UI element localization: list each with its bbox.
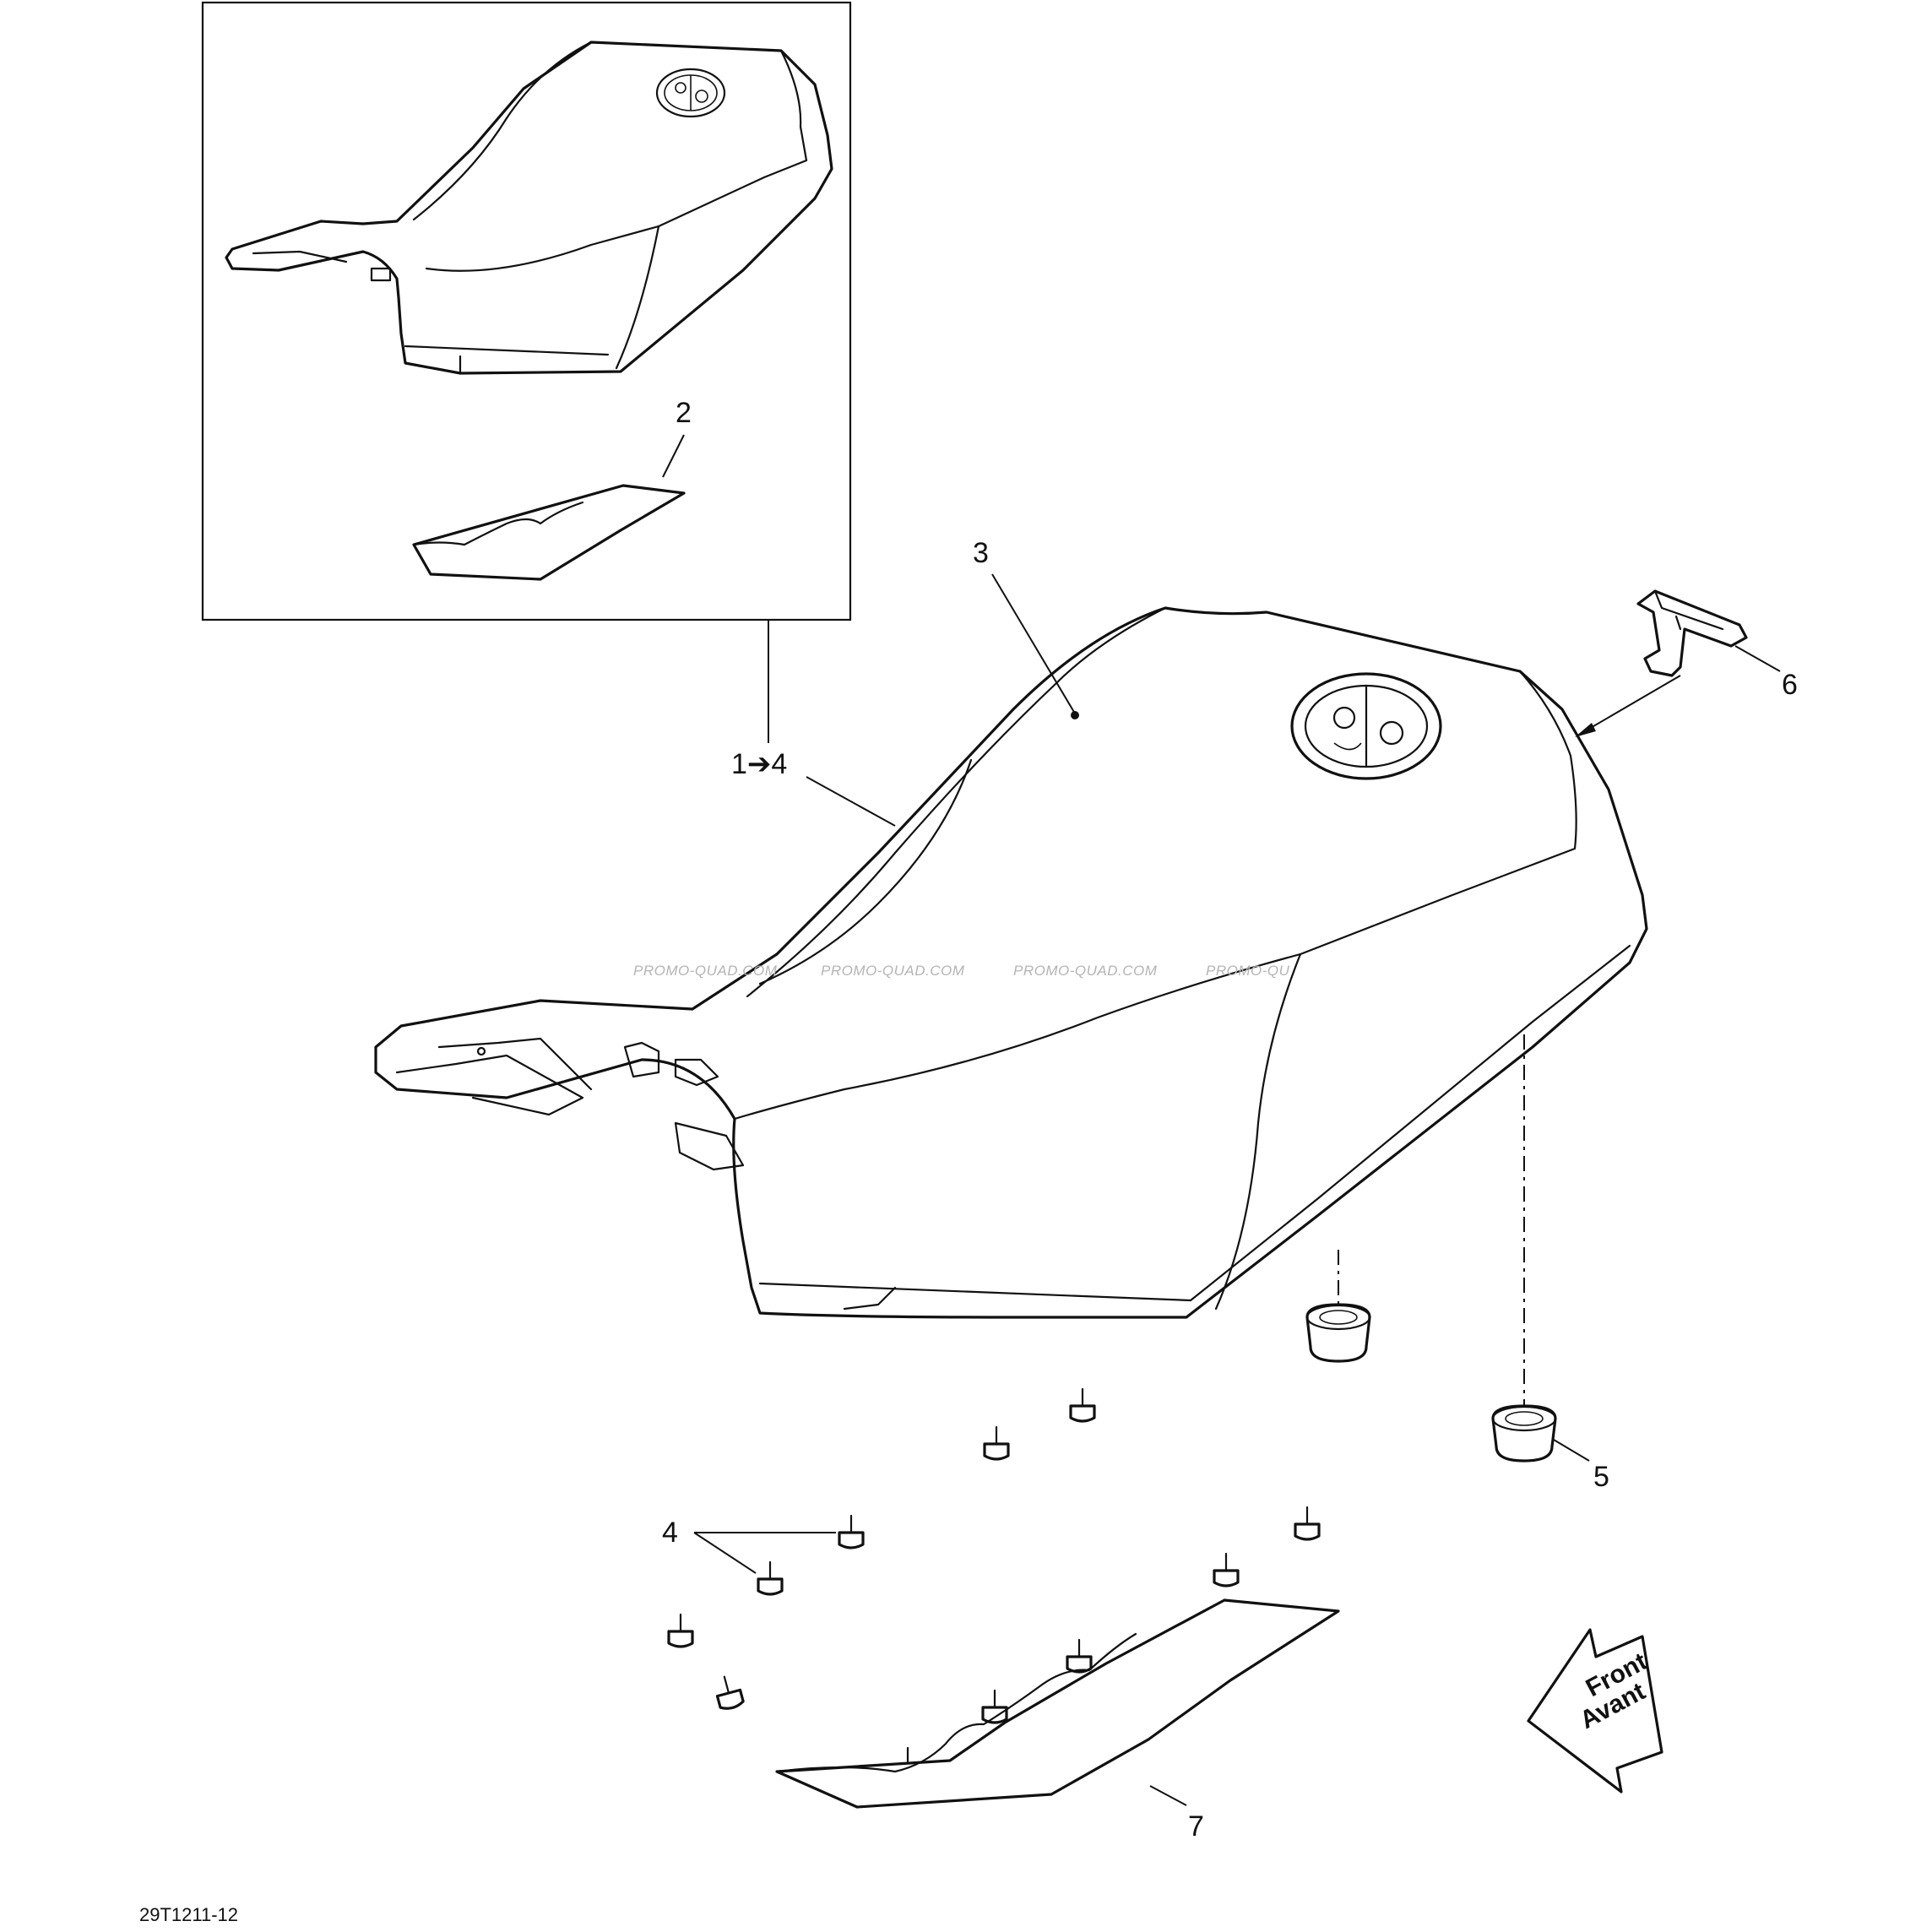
push-pin bbox=[1066, 1638, 1093, 1674]
push-pin bbox=[715, 1675, 745, 1710]
callout-4: 4 bbox=[662, 1517, 678, 1549]
callout-7: 7 bbox=[1188, 1810, 1204, 1842]
seat-pad-part-7 bbox=[775, 1598, 1340, 1809]
callout-2: 2 bbox=[676, 397, 692, 429]
push-pin bbox=[1213, 1552, 1240, 1587]
push-pin bbox=[1294, 1506, 1321, 1541]
grommet-part-5-b bbox=[1491, 1034, 1590, 1463]
push-pin bbox=[667, 1613, 694, 1648]
push-pin bbox=[757, 1560, 784, 1596]
callout-6: 6 bbox=[1782, 669, 1798, 701]
inset-pad-part-2 bbox=[412, 484, 686, 581]
watermark-2: PROMO-QUAD.COM bbox=[821, 963, 965, 979]
callout-3: 3 bbox=[973, 537, 989, 569]
grommet-part-5-a bbox=[1305, 1250, 1371, 1363]
figure-code: 29T1211-12 bbox=[139, 1904, 238, 1925]
main-seat-part-3 bbox=[374, 606, 1648, 1319]
inset-assembly-box bbox=[201, 1, 852, 743]
watermark-3: PROMO-QUAD.COM bbox=[1013, 963, 1158, 979]
push-pin bbox=[1069, 1387, 1096, 1423]
push-pin bbox=[983, 1425, 1010, 1461]
callout-5: 5 bbox=[1593, 1461, 1609, 1493]
inset-seat bbox=[225, 41, 833, 375]
watermark-1: PROMO-QUAD.COM bbox=[633, 963, 778, 979]
latch-clip-part-6 bbox=[1575, 589, 1781, 737]
push-pins-part-4 bbox=[667, 1387, 1321, 1782]
push-pin bbox=[838, 1514, 865, 1549]
main-seat-logo-icon bbox=[1290, 672, 1442, 780]
callout-1-4: 1➔4 bbox=[731, 748, 787, 780]
watermark-4: PROMO-QU bbox=[1206, 963, 1290, 979]
inset-seat-logo-icon bbox=[655, 68, 726, 118]
push-pin bbox=[981, 1689, 1008, 1724]
front-arrow-icon: Front Avant bbox=[1527, 1628, 1663, 1794]
